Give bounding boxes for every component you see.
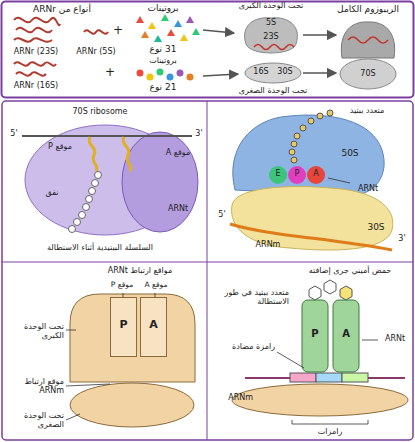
label-text: 5' — [218, 210, 225, 219]
node-text: A — [149, 319, 158, 332]
complete-ribosome: الريبوزوم الكامل70S — [338, 20, 398, 90]
node-text: 30S — [277, 67, 292, 76]
top-frame — [2, 2, 414, 98]
label-text: ARNr (5S) — [76, 47, 115, 56]
label-text: P — [295, 169, 300, 178]
label-text: A — [342, 328, 350, 340]
label-text: تحت الوحدة الصغرى — [6, 411, 64, 429]
node-text: الريبوزوم الكامل — [337, 4, 399, 14]
label-text: رامزة مضادة — [213, 342, 275, 351]
label-text: أنواع من ARNr — [33, 4, 91, 14]
label-text: ARNt — [385, 334, 405, 343]
node-text: 70S — [360, 69, 375, 78]
label-text: 50S — [341, 148, 358, 158]
ribosome-70s-purple — [22, 125, 198, 235]
label-text: 30S — [367, 222, 384, 232]
ribosome-70s-model — [230, 110, 393, 250]
label-text: بروتينات — [149, 56, 177, 65]
label-text: 3' — [398, 234, 405, 243]
divider — [207, 101, 208, 440]
label-text: + — [113, 24, 123, 38]
label-text: موقع P — [111, 281, 133, 290]
label-text: ARNt — [358, 184, 378, 193]
bottom-frame — [2, 101, 413, 440]
node-text: 5S — [266, 18, 276, 27]
node-text: 16S — [253, 67, 268, 76]
label-text: مواقع ارتباط ARNt — [108, 266, 173, 275]
label-text: بروتينات — [148, 3, 179, 13]
assembly-arrows — [203, 30, 238, 76]
label-text: موقع ارتباط ARNm — [6, 377, 64, 395]
label-text: 3' — [195, 129, 202, 138]
label-text: A — [313, 169, 318, 178]
label-text: ARNt — [168, 204, 188, 213]
label-text: P — [311, 328, 318, 340]
protein-circles — [137, 69, 194, 81]
assembly-arrow — [303, 34, 336, 35]
divider — [2, 262, 413, 263]
assembly-arrow — [303, 72, 336, 73]
label-text: رامزات — [318, 427, 343, 436]
node-shape — [244, 62, 302, 84]
label-text: + — [105, 66, 115, 80]
label-text: 21 نوع — [150, 82, 177, 92]
small-subunit: 16S30Sتحت الوحدة الصغرى — [244, 62, 302, 84]
label-text: E — [275, 169, 280, 178]
label-text: موقع A — [166, 148, 191, 157]
label-text: تحت الوحدة الكبرى — [6, 322, 64, 340]
site-box: A — [140, 297, 167, 357]
site-box: P — [110, 297, 137, 357]
label-text: ARNm — [213, 393, 253, 402]
node-shape — [338, 20, 398, 90]
protein-triangles — [136, 14, 200, 42]
label-text: ARNr (16S) — [14, 81, 58, 90]
label-text: نفق — [46, 188, 59, 197]
label-text: 31 نوع — [150, 44, 177, 54]
rrna-strands — [14, 18, 108, 76]
label-text: 70S ribosome — [72, 107, 127, 116]
node-text: P — [119, 319, 127, 332]
large-subunit: تحت الوحدة الكبرى5S23S — [240, 14, 302, 56]
label-text: حمض أميني جرى إضافته — [309, 266, 392, 275]
label-text: ARNr (23S) — [14, 47, 58, 56]
node-text: تحت الوحدة الصغرى — [239, 86, 308, 95]
label-text: السلسلة الببتيدية أثناء الاستطالة — [47, 243, 153, 252]
label-text: موقع P — [48, 142, 72, 151]
label-text: متعدد ببتيد في طور الاستطالة — [213, 288, 289, 306]
node-text: تحت الوحدة الكبرى — [239, 1, 304, 10]
label-text: موقع A — [145, 281, 168, 290]
label-text: متعدد ببتيد — [350, 106, 385, 115]
ribosome-schematic — [66, 293, 195, 427]
node-text: 23S — [263, 32, 278, 41]
label-text: ARNm — [256, 240, 281, 249]
label-text: 5' — [10, 129, 17, 138]
